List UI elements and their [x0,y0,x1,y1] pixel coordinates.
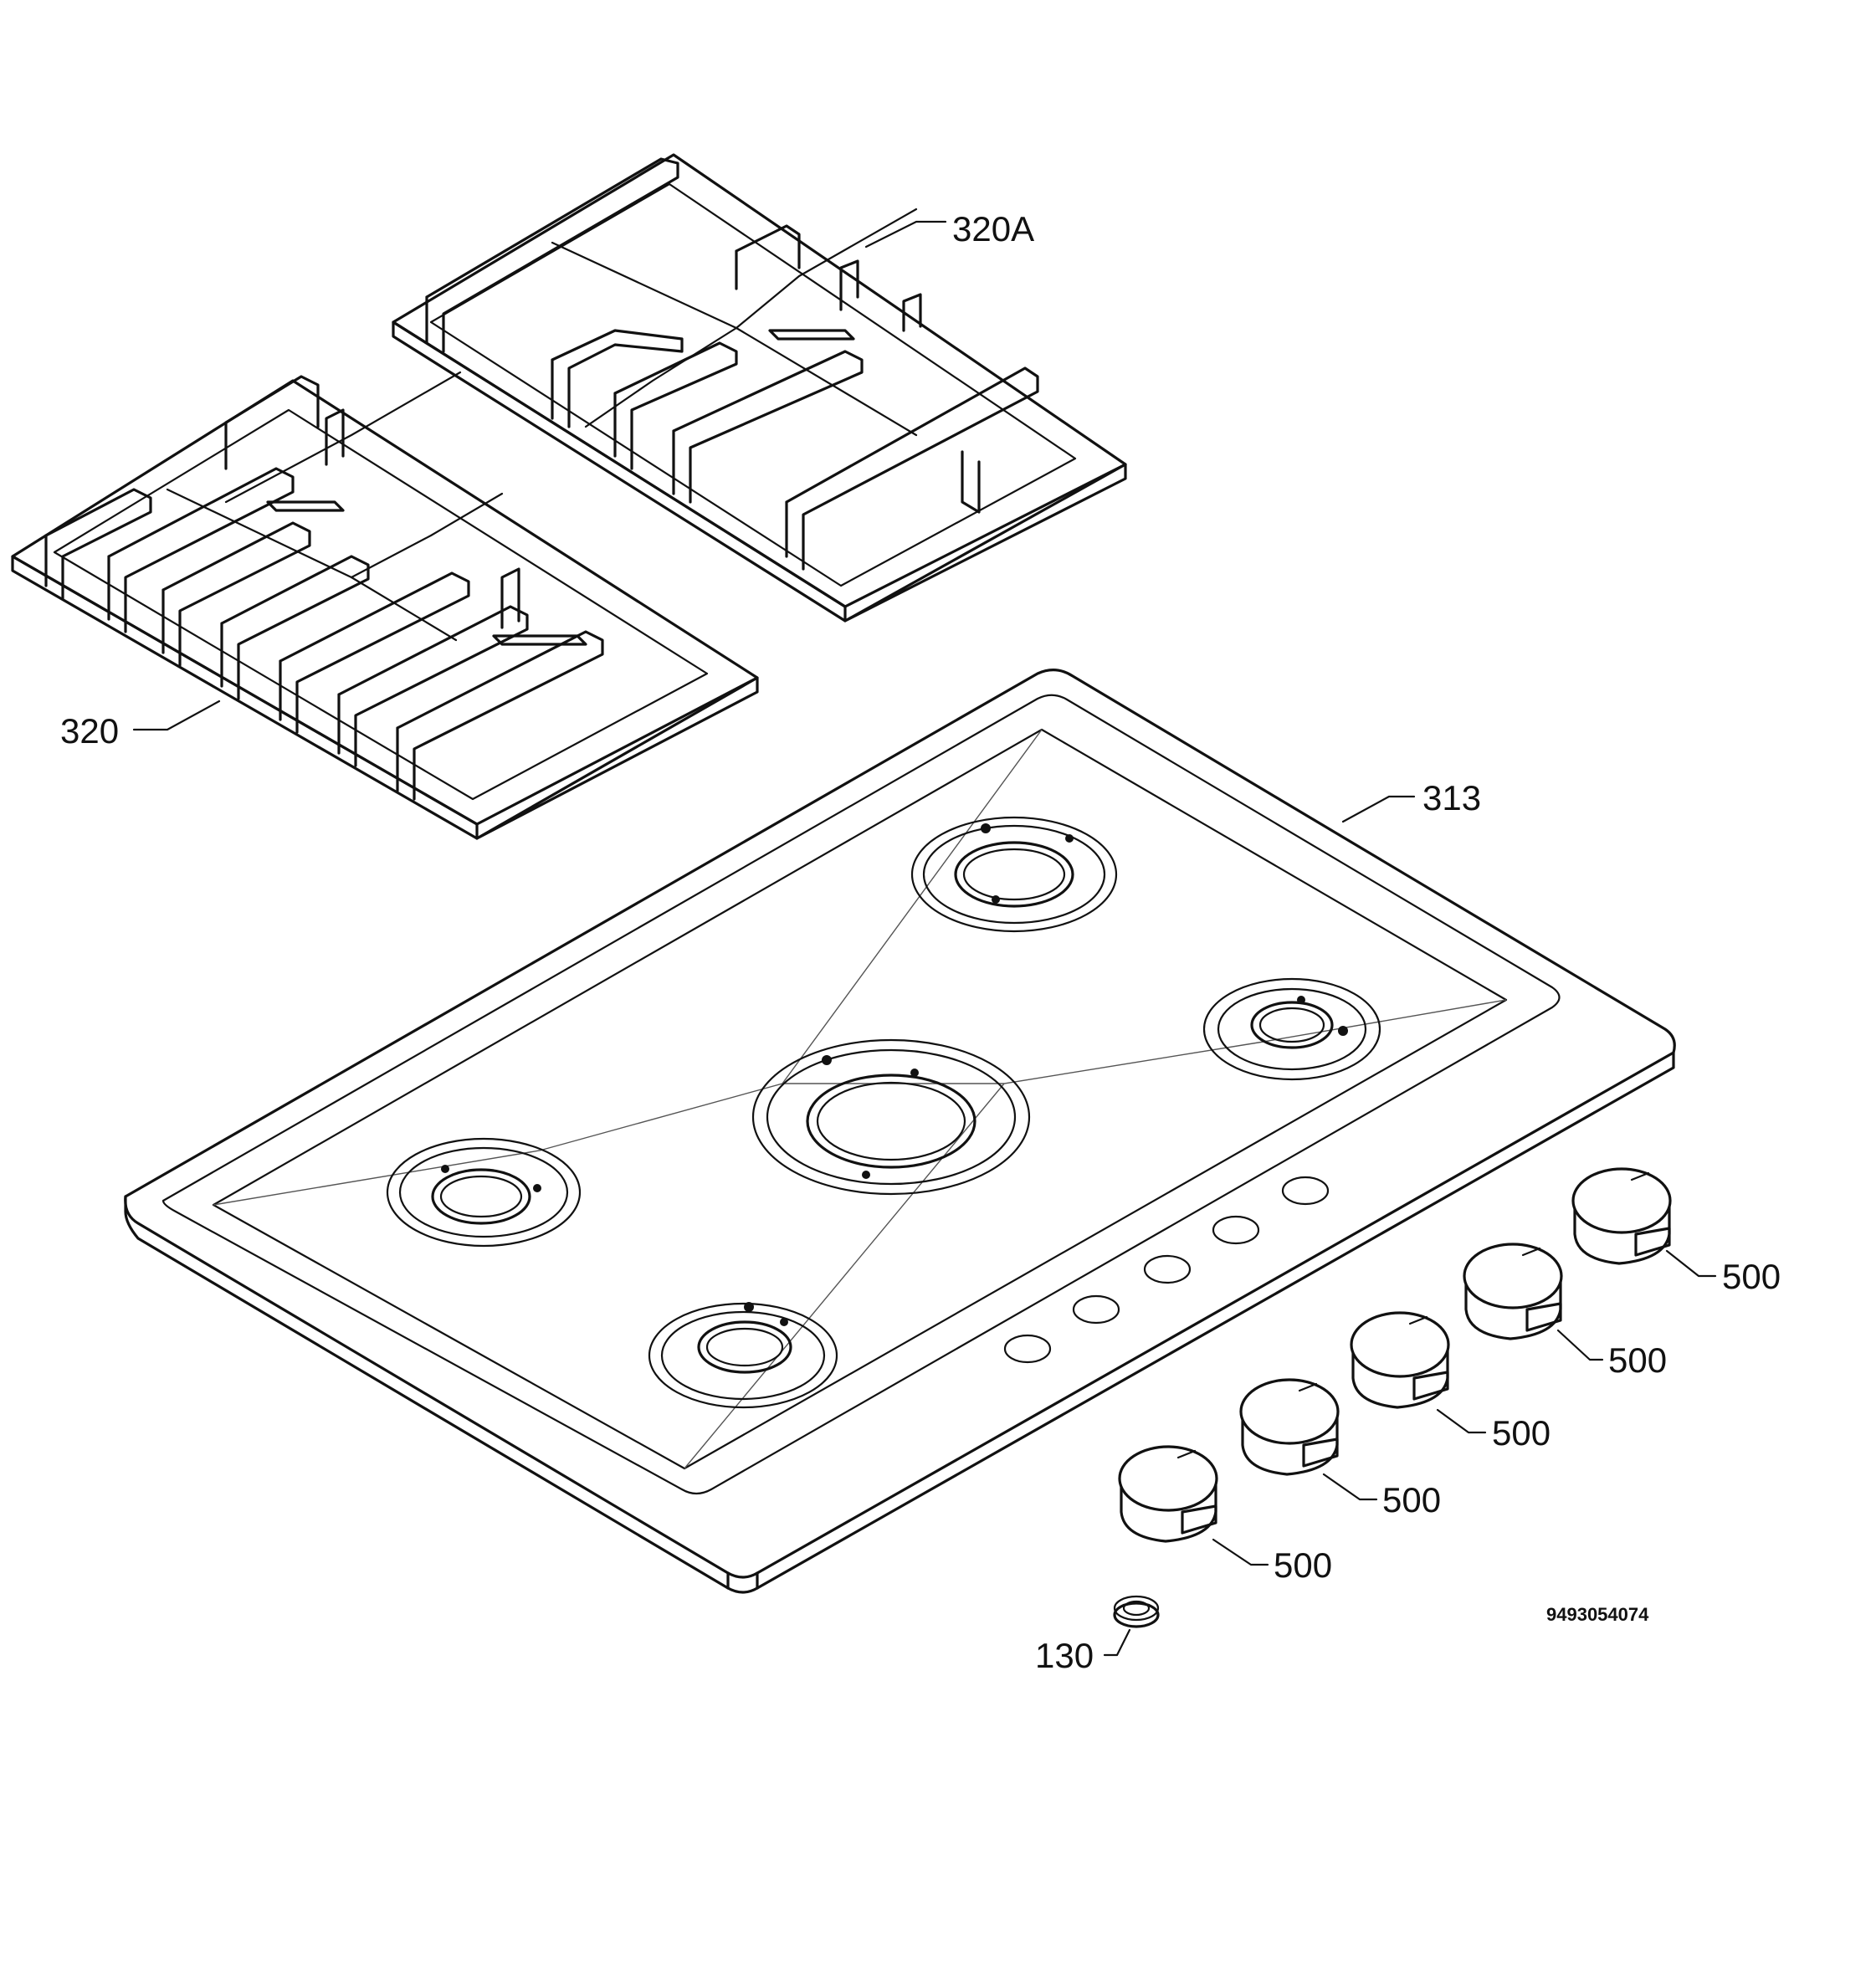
control-knob-5 [1118,1445,1218,1543]
label-320: 320 [60,711,119,751]
control-knob-holes [1003,1176,1330,1364]
control-knob-2 [1463,1243,1563,1340]
label-knob-4: 500 [1382,1480,1441,1519]
label-knob-1: 500 [1722,1257,1781,1296]
burner-left [386,1137,582,1248]
drawing-code: 9493054074 [1546,1604,1649,1625]
control-knob-3 [1350,1311,1450,1409]
control-knob-4 [1239,1378,1340,1476]
pan-support-320a [392,153,1127,623]
burner-right-small [1202,977,1381,1081]
label-130: 130 [1035,1636,1094,1675]
control-knobs-500 [1118,1167,1672,1543]
seal-ring-130 [1113,1595,1160,1628]
label-knob-3: 500 [1492,1413,1551,1453]
label-320a: 320A [952,209,1034,249]
label-knob-5: 500 [1274,1545,1332,1585]
control-knob-1 [1571,1167,1672,1265]
hob-top-313 [124,669,1676,1594]
label-313: 313 [1422,778,1481,817]
burner-front [648,1302,838,1409]
label-knob-2: 500 [1608,1340,1667,1380]
pan-support-320 [11,371,759,840]
leader-lines [132,220,1717,1657]
burner-center-wok [751,1038,1031,1196]
burner-rear-center [910,816,1118,933]
